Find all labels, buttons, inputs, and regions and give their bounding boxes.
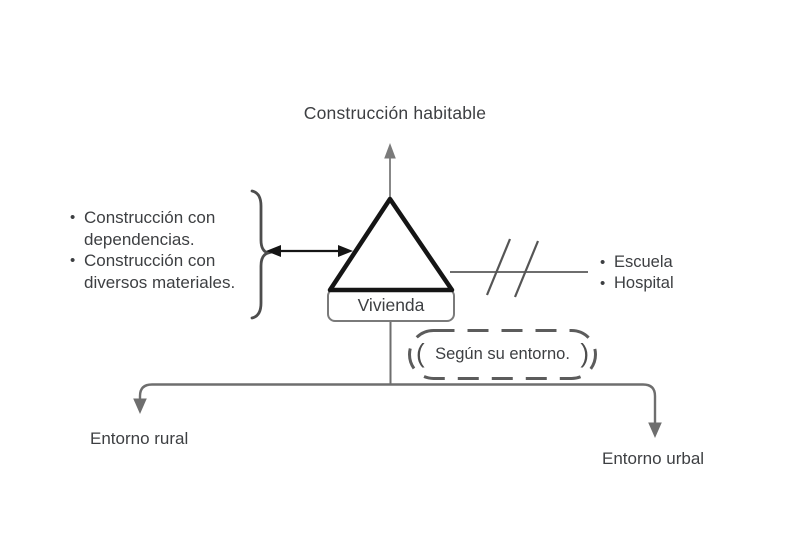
open-paren: ( — [416, 338, 425, 368]
condition-text: Según su entorno. — [435, 345, 570, 363]
note-text: Construcción con diversos materiales. — [84, 251, 236, 292]
double-arrow — [266, 245, 353, 257]
condition-label: ( Según su entorno. ) — [409, 330, 596, 379]
curly-brace — [250, 189, 274, 320]
bullet-icon: • — [70, 209, 76, 226]
note-text: Construcción con dependencias. — [84, 208, 216, 249]
bullet-icon: • — [70, 252, 76, 269]
left-note: • Construcción con dependencias. • Const… — [70, 207, 260, 293]
list-item: • Hospital — [600, 273, 674, 294]
bullet-icon: • — [600, 275, 606, 292]
branch-right-label: Entorno urbal — [602, 449, 705, 468]
list-item: • Construcción con dependencias. — [70, 207, 260, 250]
left-arrowhead — [133, 398, 147, 414]
dashed-ellipse — [408, 329, 597, 380]
list-item: • Escuela — [600, 252, 674, 273]
top-label: Construcción habitable — [303, 103, 487, 123]
close-paren: ) — [580, 338, 589, 368]
vivienda-label: Vivienda — [357, 295, 425, 315]
branch-left-label: Entorno rural — [90, 429, 189, 448]
list-item: • Construcción con diversos materiales. — [70, 250, 260, 293]
note-text: Hospital — [614, 274, 674, 292]
double-slash-icon — [485, 238, 540, 298]
upward-arrow — [384, 143, 396, 197]
note-text: Escuela — [614, 253, 673, 271]
right-arrowhead — [648, 422, 662, 438]
right-note: • Escuela • Hospital — [600, 252, 674, 294]
bullet-icon: • — [600, 254, 606, 271]
triangle-shape — [327, 196, 455, 293]
branch-connector — [138, 383, 657, 423]
